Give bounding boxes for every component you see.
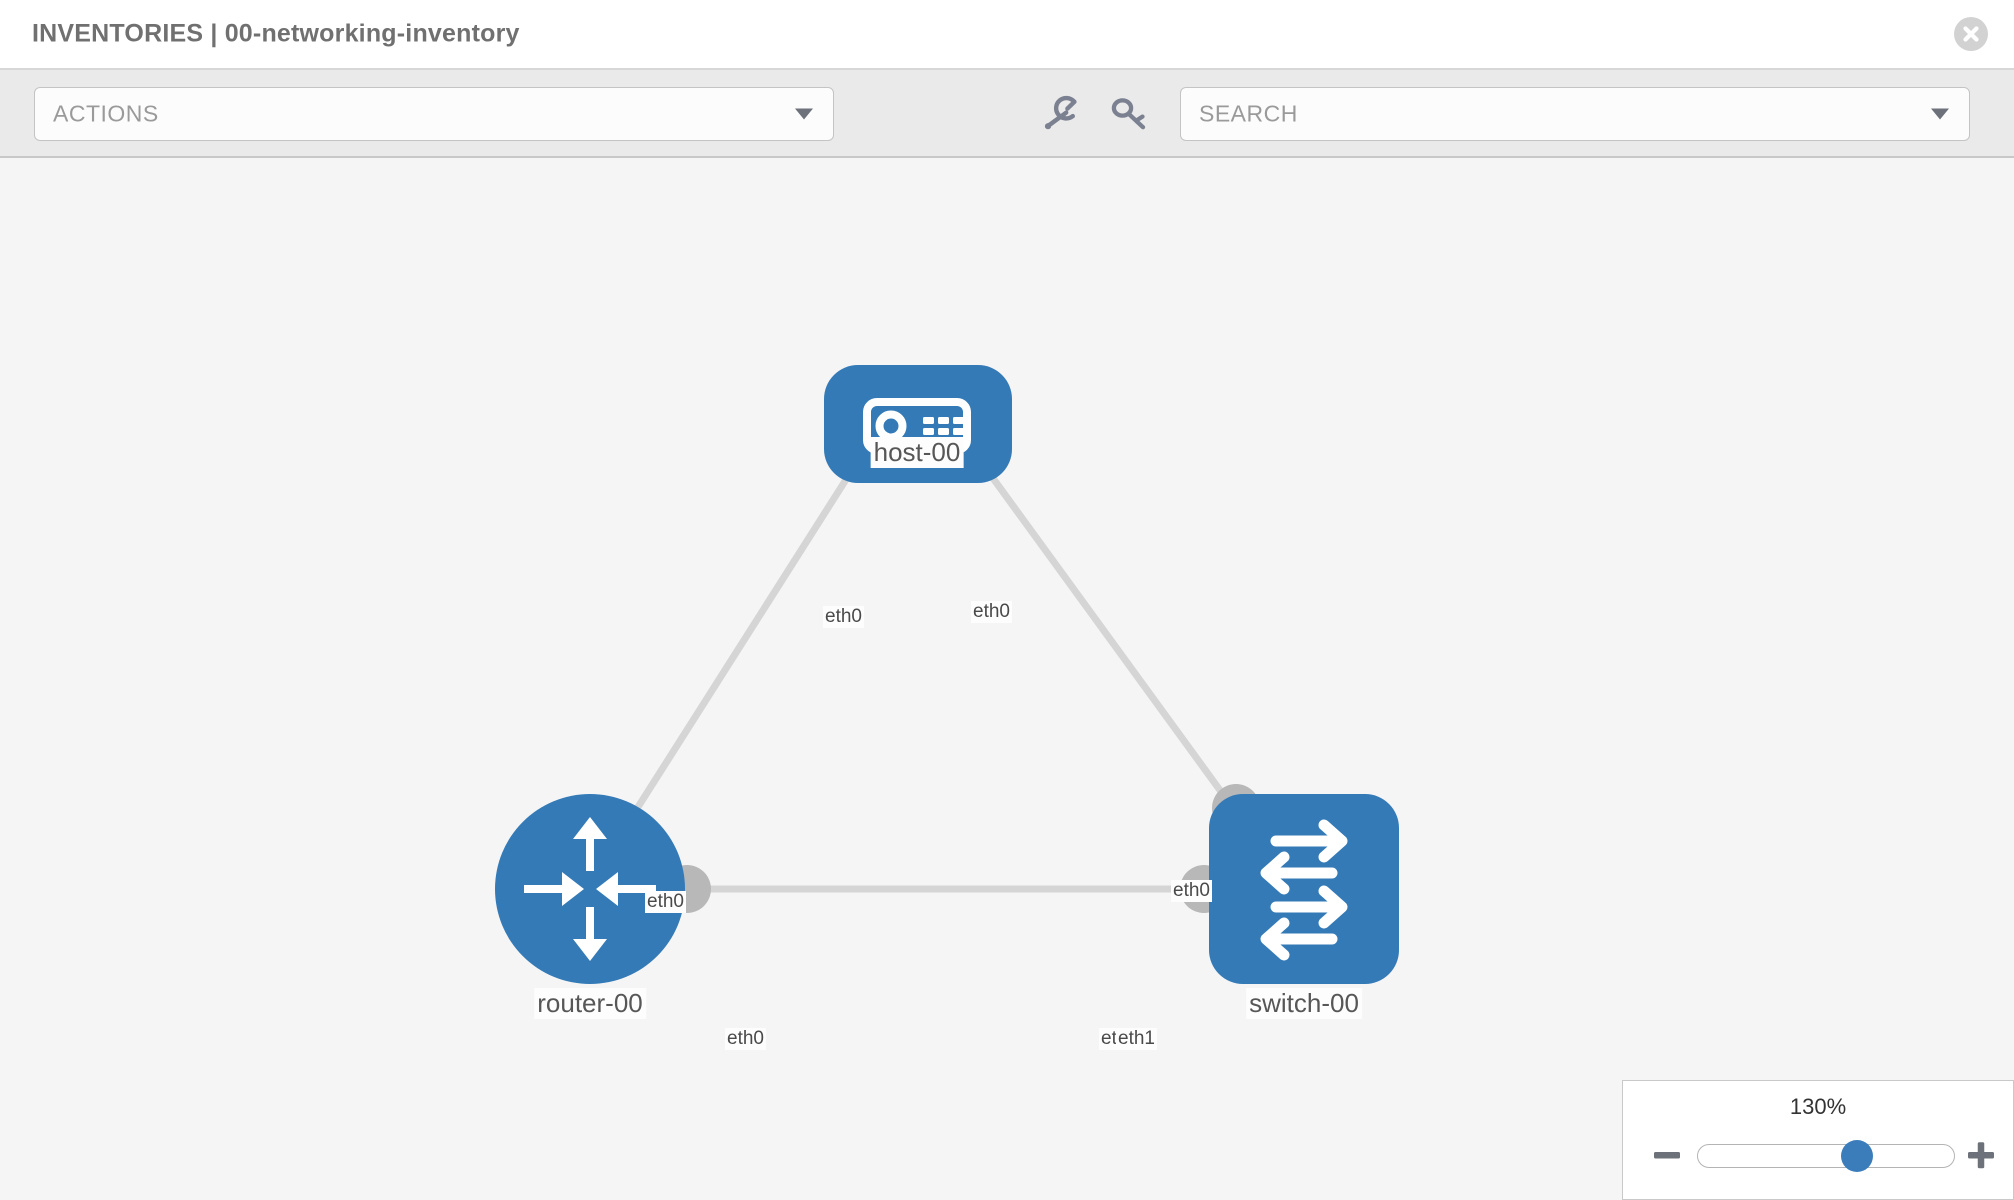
actions-dropdown-label: ACTIONS	[53, 100, 159, 127]
toolbar: ACTIONS SEARCH	[0, 70, 2014, 158]
zoom-slider-thumb[interactable]	[1840, 1140, 1873, 1172]
link-host00-switch00	[952, 423, 1265, 851]
search-input[interactable]: SEARCH	[1180, 87, 1970, 141]
zoom-slider-row	[1623, 1131, 2013, 1181]
wrench-icon[interactable]	[1036, 90, 1084, 138]
link-endpoints	[663, 418, 1260, 913]
iface-label: eth1	[1116, 1028, 1157, 1050]
search-placeholder: SEARCH	[1199, 100, 1298, 127]
node-label-host-00: host-00	[870, 437, 964, 468]
iface-label: eth0	[725, 1028, 766, 1050]
router-arrows-icon	[524, 817, 656, 961]
chevron-down-icon[interactable]	[1931, 108, 1949, 120]
plus-icon[interactable]	[1965, 1139, 1997, 1171]
iface-label: eth0	[823, 606, 864, 628]
link-edges	[609, 423, 1265, 893]
node-switch-00[interactable]	[1209, 794, 1399, 984]
node-label-router-00: router-00	[534, 988, 646, 1019]
actions-dropdown[interactable]: ACTIONS	[34, 87, 834, 141]
switch-00-body	[1209, 794, 1399, 984]
page-title: INVENTORIES | 00-networking-inventory	[32, 19, 520, 48]
chevron-down-icon	[795, 108, 813, 120]
topology-canvas[interactable]: host-00 router-00 switch-00 eth0 eth0 et…	[0, 158, 2014, 1200]
iface-label: eth0	[971, 601, 1012, 623]
node-router-00[interactable]	[495, 794, 685, 984]
zoom-level-value: 130%	[1789, 1094, 1847, 1119]
key-icon[interactable]	[1104, 90, 1152, 138]
zoom-control-panel: 130%	[1622, 1080, 2014, 1200]
switch-arrows-icon	[1260, 819, 1348, 961]
zoom-slider-track[interactable]	[1697, 1140, 1955, 1172]
iface-label: eth0	[645, 891, 686, 913]
iface-label: eth0	[1171, 880, 1212, 902]
window-header: INVENTORIES | 00-networking-inventory	[0, 0, 2014, 70]
close-icon[interactable]	[1954, 17, 1988, 51]
minus-icon[interactable]	[1651, 1139, 1683, 1171]
node-label-switch-00: switch-00	[1246, 988, 1362, 1019]
router-00-body	[495, 794, 685, 984]
topology-graph	[495, 365, 1399, 984]
link-host00-router00	[609, 424, 883, 850]
